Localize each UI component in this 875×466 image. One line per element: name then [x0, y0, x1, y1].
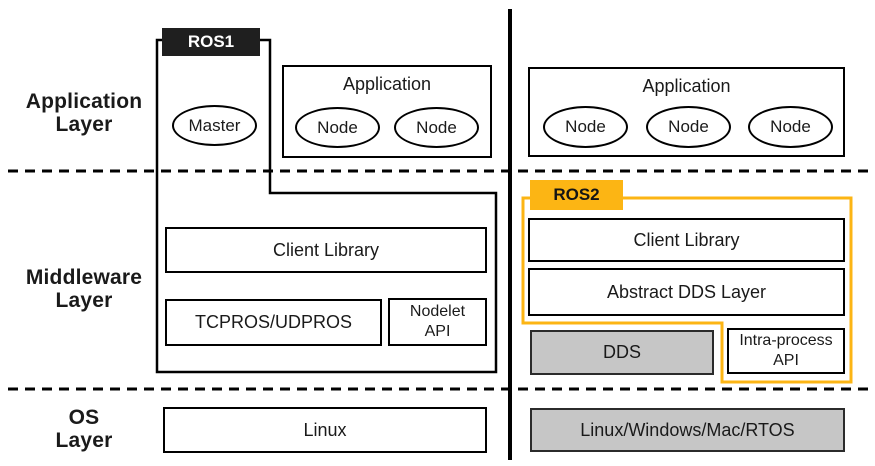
ros1-node-ellipse: Node [394, 107, 479, 148]
ros2-node-ellipse: Node [646, 106, 731, 148]
middleware-layer-label-line1: Middleware [25, 266, 143, 289]
ros1-nodelet-api-line2: API [424, 323, 451, 340]
ros1-client-library-box: Client Library [165, 227, 487, 273]
ros1-tag: ROS1 [162, 28, 260, 56]
application-layer-label: Application Layer [9, 90, 159, 136]
ros2-node-ellipse: Node [748, 106, 833, 148]
ros1-nodelet-api-box: Nodelet API [388, 298, 487, 346]
application-layer-label-line2: Layer [55, 113, 113, 136]
os-layer-label: OS Layer [9, 406, 159, 452]
ros1-application-title: Application [342, 74, 432, 94]
middleware-layer-label: Middleware Layer [9, 266, 159, 312]
ros2-client-library-box: Client Library [528, 218, 845, 262]
ros1-node-ellipse: Node [295, 107, 380, 148]
ros2-application-title: Application [642, 76, 731, 96]
ros2-abstract-dds-box: Abstract DDS Layer [528, 268, 845, 316]
ros1-nodelet-api-line1: Nodelet [409, 303, 466, 320]
ros1-os-box: Linux [163, 407, 487, 453]
ros2-group-outline [521, 196, 853, 384]
ros2-intra-process-api-box: Intra-process API [727, 328, 845, 374]
os-layer-label-line1: OS [68, 406, 100, 429]
ros2-intra-process-api-line2: API [773, 352, 799, 369]
ros1-group-outline [155, 38, 498, 374]
application-layer-label-line1: Application [25, 90, 143, 113]
middleware-layer-label-line2: Layer [55, 289, 113, 312]
os-layer-label-line2: Layer [55, 429, 113, 452]
ros1-transport-box: TCPROS/UDPROS [165, 299, 382, 346]
ros2-dds-box: DDS [530, 330, 714, 375]
ros2-os-box: Linux/Windows/Mac/RTOS [530, 408, 845, 452]
ros1-master-ellipse: Master [172, 105, 257, 146]
ros2-tag: ROS2 [530, 180, 623, 210]
ros2-node-ellipse: Node [543, 106, 628, 148]
ros2-intra-process-api-line1: Intra-process [739, 332, 833, 349]
